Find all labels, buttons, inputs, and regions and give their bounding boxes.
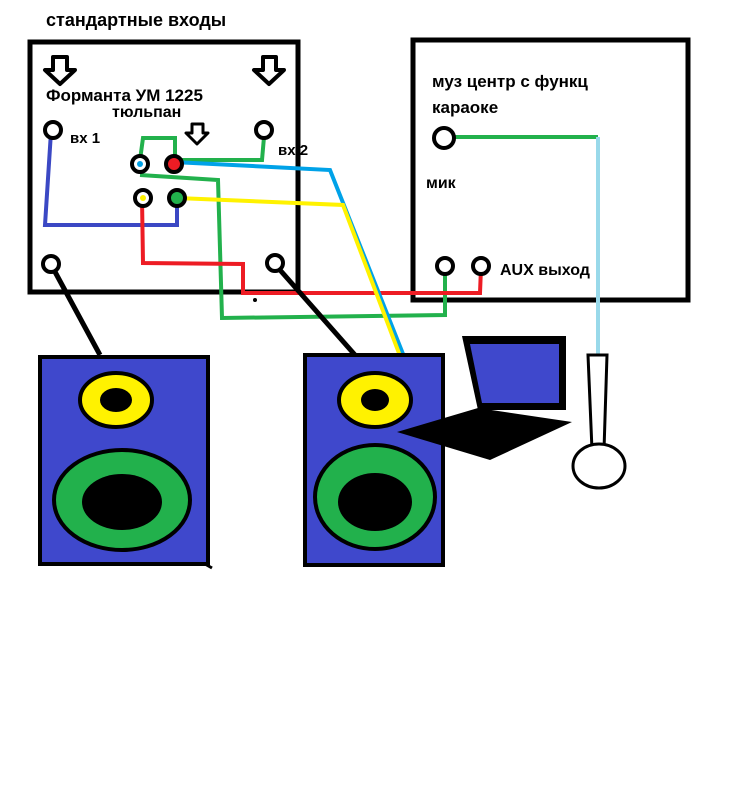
jack-speaker-left: [41, 254, 61, 274]
cable-green-mic: [139, 173, 447, 321]
jack-speaker-right: [265, 253, 285, 273]
amplifier-title: Форманта УМ 1225: [46, 86, 203, 105]
microphone-icon: [571, 353, 627, 490]
down-arrow-icon: [43, 55, 77, 86]
music-center-title-2: караоке: [432, 98, 499, 117]
speaker-icon: [38, 355, 213, 570]
music-center-box: [410, 37, 691, 303]
amplifier-subtitle: тюльпан: [112, 104, 182, 121]
input1-label: вх 1: [70, 130, 101, 147]
jack-input2: [254, 120, 274, 140]
cable-yellow-laptop: [176, 196, 427, 423]
cable-skyblue-laptop: [172, 160, 432, 423]
jack-mic: [435, 256, 455, 276]
jack-rca-2: [164, 154, 184, 174]
jack-rca-1: [130, 154, 150, 174]
jack-rca-4: [167, 188, 187, 208]
music-center-title: муз центр с функц: [432, 72, 588, 91]
cable-green-input2: [138, 136, 266, 162]
aux-output-label: AUX выход: [500, 262, 590, 279]
input2-label: вх 2: [278, 142, 309, 159]
down-arrow-icon: [252, 55, 286, 86]
jack-karaoke: [432, 126, 456, 150]
standard-inputs-label: стандартные входы: [46, 10, 227, 30]
jack-input1: [43, 120, 63, 140]
jack-aux: [471, 256, 491, 276]
speaker-wire-right: [278, 268, 357, 357]
down-arrow-icon: [184, 122, 210, 146]
laptop-icon: [397, 336, 572, 460]
cable-red-aux: [140, 197, 483, 295]
jack-rca-3: [133, 188, 153, 208]
speaker-icon: [303, 353, 445, 567]
dot-marker: [253, 298, 257, 302]
cable-blue-input1: [42, 131, 179, 227]
speaker-wire-left: [51, 268, 103, 357]
mic-label: мик: [426, 175, 456, 192]
